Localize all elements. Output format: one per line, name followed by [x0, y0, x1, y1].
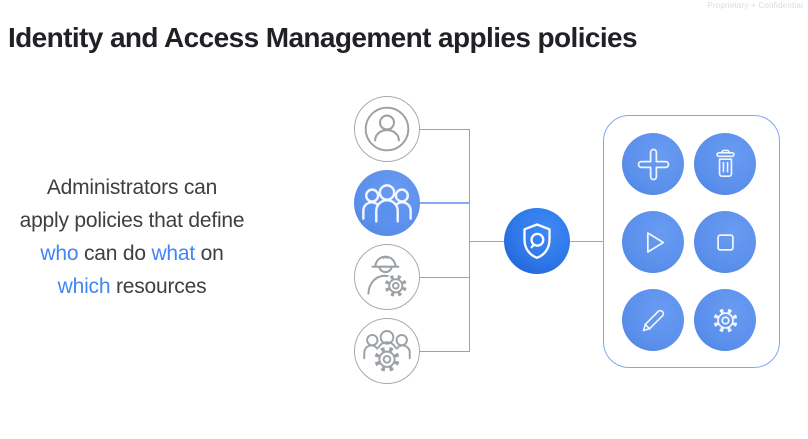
description-segment: on [195, 242, 224, 265]
description-line: apply policies that define [0, 204, 276, 237]
connector-user-line [420, 128, 470, 130]
connector-vertical-line-bottom [468, 241, 470, 352]
connector-group-settings-line [420, 350, 470, 352]
edit-icon [642, 309, 664, 331]
description-text: Administrators can apply policies that d… [0, 171, 276, 303]
action-add [622, 133, 684, 195]
identity-group-circle [354, 170, 420, 236]
group-icon [362, 184, 412, 223]
delete-icon [715, 149, 735, 177]
connector-vertical-line-highlight [468, 202, 470, 242]
service-account-icon [367, 255, 408, 298]
action-delete [694, 133, 756, 195]
description-line: Administrators can [0, 171, 276, 204]
run-icon [646, 231, 664, 253]
connector-vertical-line-top [468, 128, 470, 203]
action-edit [622, 289, 684, 351]
actions-panel [603, 115, 780, 368]
identity-user-circle [354, 96, 420, 162]
configure-icon [712, 307, 738, 333]
action-stop [694, 211, 756, 273]
description-segment-which: which [57, 275, 111, 298]
action-configure [694, 289, 756, 351]
page-title: Identity and Access Management applies p… [8, 22, 638, 53]
action-run [622, 211, 684, 273]
description-segment: Administrators can [46, 176, 218, 199]
description-line: which resources [0, 270, 276, 303]
description-segment-what: what [151, 242, 196, 265]
connector-group-line [420, 202, 470, 204]
description-segment: can do [78, 242, 152, 265]
connector-to-shield-line [470, 240, 506, 243]
confidential-label: Proprietary + Confidential [707, 1, 803, 10]
connector-to-panel-line [568, 240, 604, 243]
add-icon [637, 148, 669, 180]
group-settings-icon [363, 330, 411, 373]
iam-shield-icon [523, 223, 551, 259]
description-segment: resources [110, 275, 207, 298]
stop-icon [716, 233, 734, 251]
description-segment: apply policies that define [19, 209, 245, 232]
identity-service-account-circle [354, 244, 420, 310]
policy-node [504, 208, 570, 274]
connector-service-account-line [420, 276, 470, 278]
identity-group-settings-circle [354, 318, 420, 384]
description-line: who can do what on [0, 237, 276, 270]
user-icon [364, 106, 410, 152]
description-segment-who: who [40, 242, 79, 265]
